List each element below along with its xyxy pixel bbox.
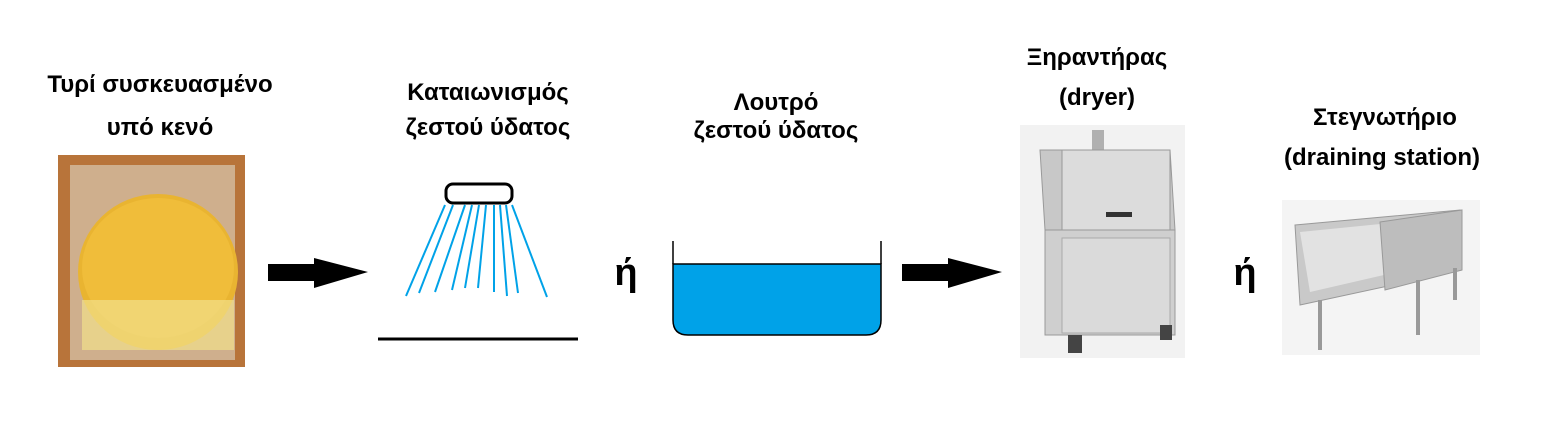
step-1-label-line1: Τυρί συσκευασμένο — [47, 71, 273, 98]
step-2-label-line2: ζεστού ύδατος — [405, 114, 571, 141]
step-1-label-line2: υπό κενό — [106, 114, 214, 141]
arrow-right-1 — [268, 258, 368, 288]
step-4-label-line1: Ξηραντήρας — [1026, 44, 1168, 71]
vacuum-packed-cheese-image — [58, 155, 245, 367]
or-label-1: ή — [614, 252, 638, 294]
step-5-label-line1: Στεγνωτήριο — [1313, 104, 1457, 131]
draining-station-image — [1282, 200, 1480, 355]
step-2-label-line1: Καταιωνισμός — [407, 79, 569, 106]
step-3-label-line2: ζεστού ύδατος — [693, 117, 859, 144]
dryer-image — [1020, 125, 1185, 358]
hot-water-spray-icon — [378, 182, 578, 341]
or-label-2: ή — [1233, 252, 1257, 294]
arrow-right-2 — [902, 258, 1002, 288]
step-3-label-line1: Λουτρό — [733, 89, 819, 116]
step-5-label-line2: (draining station) — [1284, 144, 1480, 171]
step-4-label-line2: (dryer) — [1058, 84, 1136, 111]
hot-water-bath-icon — [672, 241, 882, 336]
